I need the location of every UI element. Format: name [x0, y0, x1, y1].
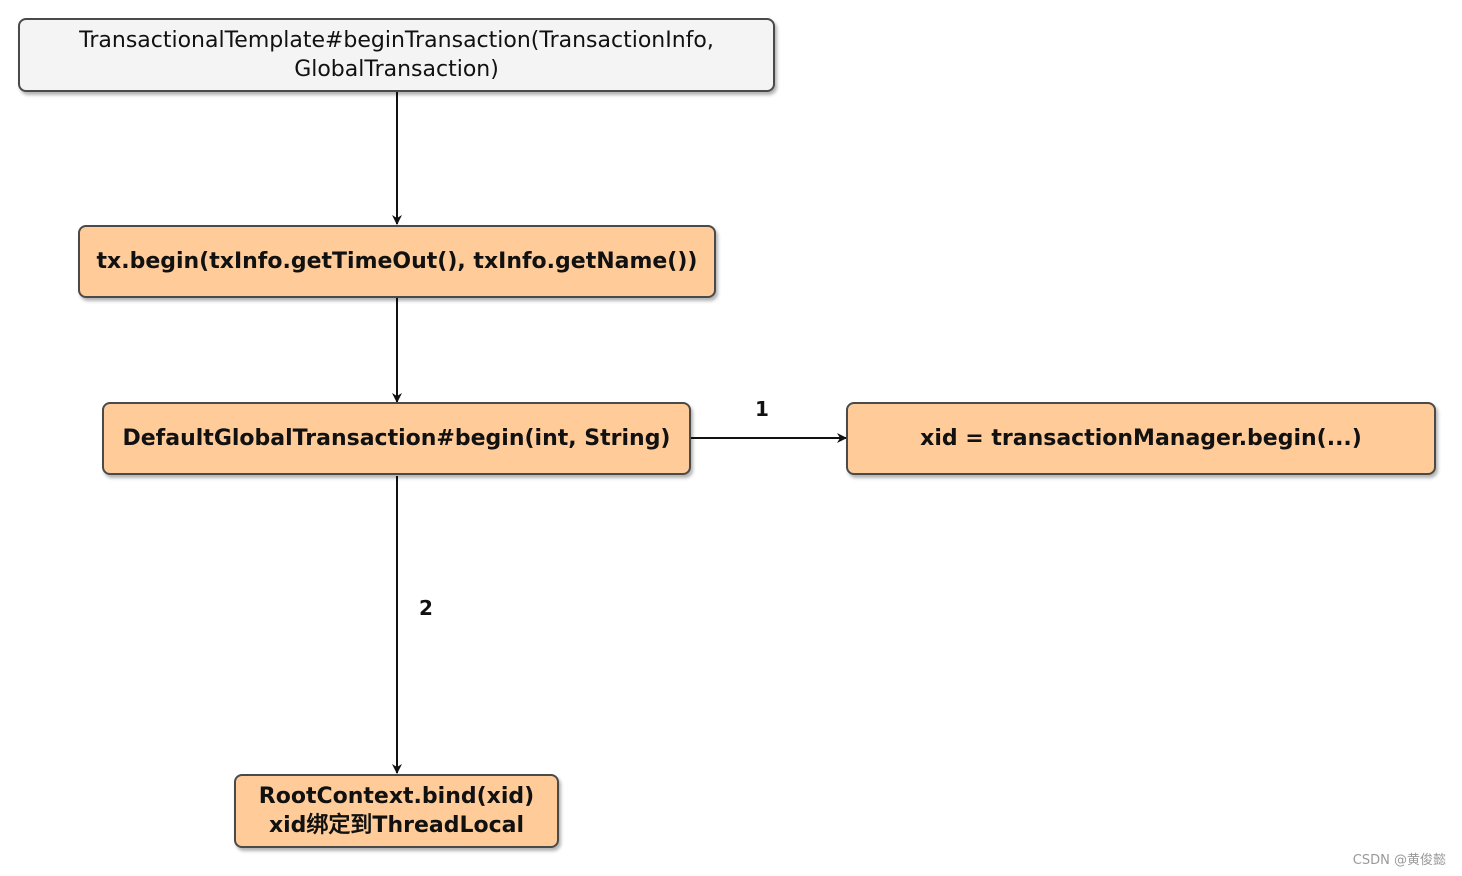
node-begin-transaction-line2: GlobalTransaction) — [294, 57, 499, 82]
node-root-context-bind-line2: xid绑定到ThreadLocal — [268, 813, 525, 838]
node-xid-assign-label: xid = transactionManager.begin(...) — [920, 426, 1362, 451]
node-tx-begin: tx.begin(txInfo.getTimeOut(), txInfo.get… — [78, 225, 716, 298]
node-default-global-begin: DefaultGlobalTransaction#begin(int, Stri… — [102, 402, 691, 475]
edge-label-2: 2 — [419, 596, 433, 620]
watermark: CSDN @黄俊懿 — [1352, 853, 1446, 868]
node-tx-begin-label: tx.begin(txInfo.getTimeOut(), txInfo.get… — [96, 249, 698, 274]
node-root-context-bind-line1: RootContext.bind(xid) — [258, 784, 535, 809]
edge-label-1: 1 — [755, 397, 769, 421]
node-begin-transaction: TransactionalTemplate#beginTransaction(T… — [18, 18, 775, 92]
node-root-context-bind: RootContext.bind(xid) xid绑定到ThreadLocal — [234, 774, 559, 848]
node-default-global-begin-label: DefaultGlobalTransaction#begin(int, Stri… — [122, 426, 671, 451]
node-begin-transaction-line1: TransactionalTemplate#beginTransaction(T… — [79, 28, 714, 53]
node-xid-assign: xid = transactionManager.begin(...) — [846, 402, 1436, 475]
